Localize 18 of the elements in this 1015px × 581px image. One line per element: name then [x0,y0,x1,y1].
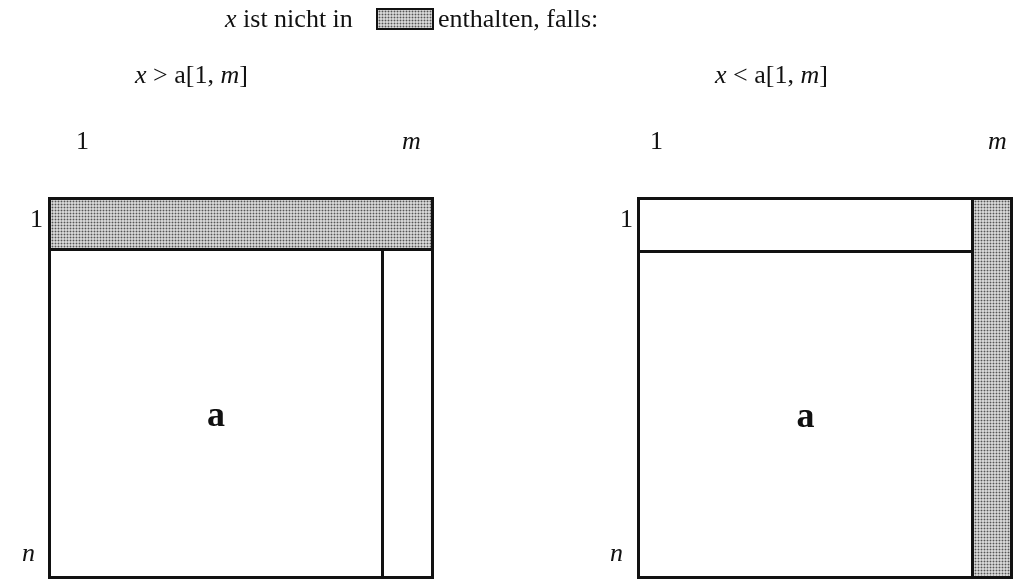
matrix-name: a [796,396,815,433]
shaded-region [51,200,431,251]
matrix-name: a [207,395,225,432]
column-index: m [988,128,1007,154]
title-text: enthalten, falls: [438,6,599,32]
row-index: 1 [620,206,633,232]
column-index: 1 [76,128,89,154]
condition-heading: x < a[1, m] [715,62,828,88]
title-text: x ist nicht in [225,6,353,32]
row-index: 1 [30,206,43,232]
column-index: m [402,128,421,154]
matrix-outline [637,197,1013,579]
row-index: n [22,540,35,566]
shaded-region [971,200,1010,576]
matrix-outline [48,197,434,579]
condition-heading: x > a[1, m] [135,62,248,88]
column-index: 1 [650,128,663,154]
row-index: n [610,540,623,566]
